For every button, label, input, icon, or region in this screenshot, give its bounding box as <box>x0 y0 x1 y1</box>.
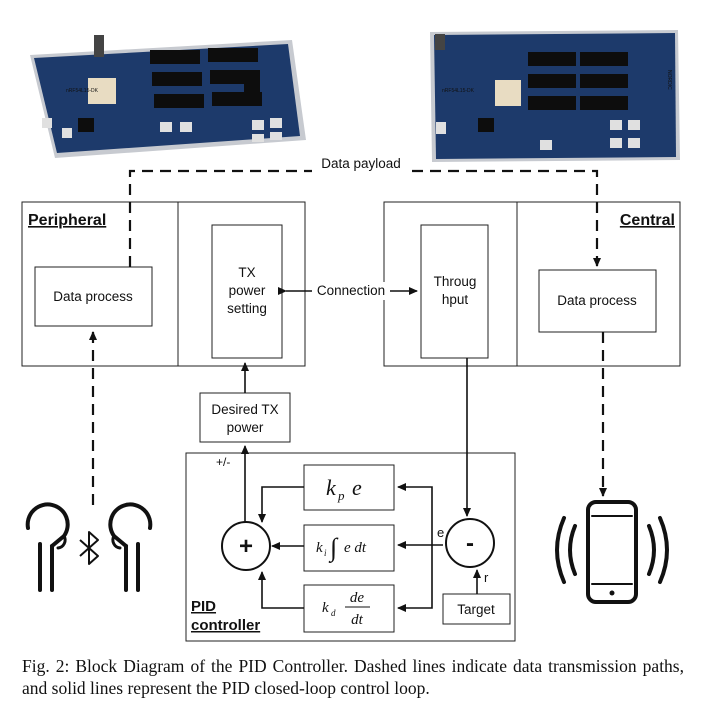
diff-junction <box>445 518 495 568</box>
throughput-line2: hput <box>442 292 469 307</box>
connection-label: Connection <box>317 283 385 298</box>
desired-tx-line1: Desired TX <box>211 402 278 417</box>
kd-numerator: de <box>350 590 365 606</box>
error-to-kp-arrow <box>397 483 433 545</box>
kd-formula: k d de dt <box>322 590 370 628</box>
error-signal-label: e <box>437 525 444 540</box>
data-payload-label-bg <box>312 155 410 173</box>
data-payload-label: Data payload <box>321 156 401 171</box>
kp-to-sum-arrow <box>258 486 304 523</box>
throughput-line1: Throug <box>434 274 477 289</box>
data-process-right-label: Data process <box>557 293 637 308</box>
ki-integral: ∫ <box>328 533 339 563</box>
kp-block <box>303 464 395 511</box>
ki-block <box>303 524 395 572</box>
target-label: Target <box>457 602 495 617</box>
kp-k: k <box>326 475 337 500</box>
kp-formula: k p e <box>326 475 362 503</box>
data-process-left-label: Data process <box>53 289 133 304</box>
tx-power-line2: power <box>229 283 266 298</box>
plus-minus-label: +/- <box>216 455 230 469</box>
right-board-label: nRF54L15-DK <box>442 88 475 94</box>
ki-k: k <box>316 540 323 556</box>
data-payload-path <box>128 169 601 267</box>
sum-symbol: + <box>239 533 253 560</box>
kd-k: k <box>322 600 329 616</box>
earbuds-icon <box>25 502 153 592</box>
bluetooth-icon <box>79 531 99 565</box>
sum-junction <box>221 521 271 571</box>
data-process-left-box <box>34 266 153 327</box>
error-to-kd-arrow <box>397 545 433 612</box>
tx-power-line1: TX <box>238 265 255 280</box>
kd-denominator: dt <box>351 612 364 628</box>
ki-body: e dt <box>344 540 367 556</box>
kp-sub: p <box>337 488 345 503</box>
tx-power-line3: setting <box>227 301 267 316</box>
phone-icon <box>555 500 669 604</box>
throughput-box <box>420 224 489 359</box>
peripheral-container <box>21 201 306 367</box>
pid-block-diagram: nRF54L15-DK nRF54L15-DK NORDIC <box>21 30 681 642</box>
connection-label-bg <box>312 282 390 300</box>
brand-label: NORDIC <box>666 70 672 90</box>
desired-tx-line2: power <box>227 420 264 435</box>
pid-heading-line2: controller <box>191 617 260 634</box>
pid-heading-line1: PID <box>191 598 216 615</box>
reference-signal-label: r <box>484 570 489 585</box>
central-heading: Central <box>620 212 675 229</box>
kd-sub: d <box>331 608 336 618</box>
data-process-right-box <box>538 269 657 333</box>
left-dev-board: nRF54L15-DK <box>30 35 306 158</box>
kd-to-sum-arrow <box>258 571 304 609</box>
ki-sub: i <box>324 548 327 558</box>
diff-symbol: - <box>466 530 474 557</box>
kp-e: e <box>352 475 362 500</box>
left-board-label: nRF54L15-DK <box>66 88 99 94</box>
figure-caption: Fig. 2: Block Diagram of the PID Control… <box>22 656 684 698</box>
peripheral-heading: Peripheral <box>28 212 106 229</box>
ki-formula: k i ∫ e dt <box>316 533 367 563</box>
pid-container <box>185 452 516 642</box>
right-dev-board: nRF54L15-DK NORDIC <box>430 30 680 162</box>
